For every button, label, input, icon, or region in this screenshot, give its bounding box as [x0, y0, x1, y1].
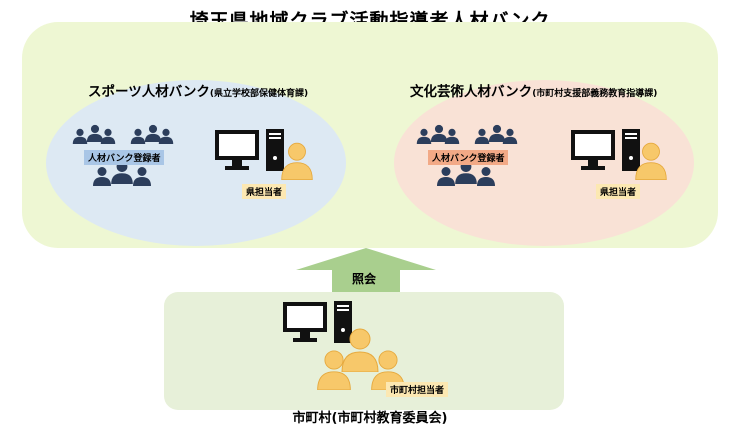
sports-bank-heading: スポーツ人材バンク(県立学校部保健体育課): [88, 80, 308, 100]
computer-icon: [570, 128, 642, 176]
people-group-icon: [72, 124, 182, 208]
municipality-label: 市町村(市町村教育委員会): [292, 411, 448, 426]
people-group-icon: [416, 124, 526, 208]
municipality-box: [164, 292, 564, 410]
municipality-officer-tag: 市町村担当者: [386, 382, 449, 397]
up-arrow-icon: [296, 248, 436, 298]
inquiry-label: 照会: [352, 272, 377, 286]
computer-icon: [214, 128, 286, 176]
person-icon: [634, 142, 668, 184]
sports-officer-tag: 県担当者: [242, 184, 287, 199]
sports-bank-dept: (県立学校部保健体育課): [209, 89, 309, 99]
culture-bank-dept: (市町村支援部義務教育指導課): [532, 89, 658, 99]
sports-registrant-tag: 人材バンク登録者: [84, 150, 165, 165]
culture-bank-name: 文化芸術人材バンク: [410, 84, 533, 100]
culture-registrant-tag: 人材バンク登録者: [428, 150, 509, 165]
culture-bank-heading: 文化芸術人材バンク(市町村支援部義務教育指導課): [410, 80, 657, 100]
person-icon: [280, 142, 314, 184]
culture-officer-tag: 県担当者: [596, 184, 641, 199]
sports-bank-name: スポーツ人材バンク: [88, 84, 210, 100]
